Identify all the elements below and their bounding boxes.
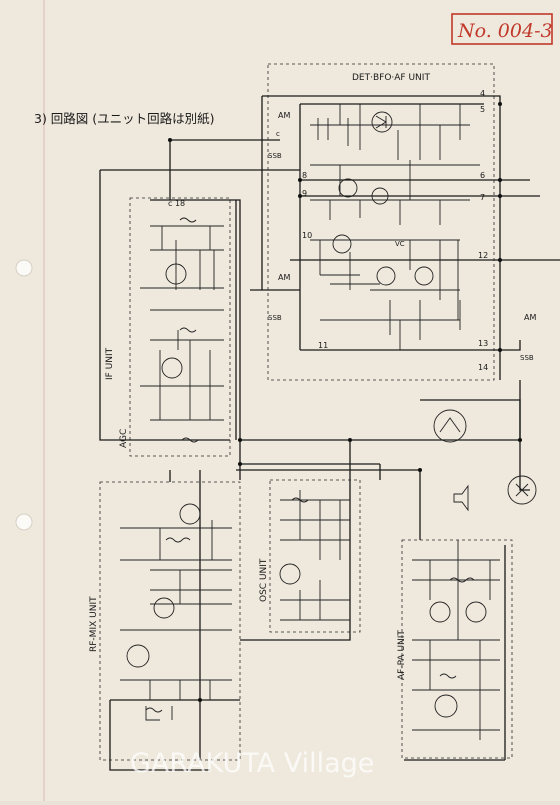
c18-label: c 18 xyxy=(168,199,185,208)
switch-am-top: AM xyxy=(278,111,290,120)
phone-jack-symbol xyxy=(507,475,537,505)
vc-label: VC xyxy=(395,240,405,248)
af-pa-circuit xyxy=(412,484,500,740)
switch-am-right: AM xyxy=(524,313,536,322)
switch-am-mid: AM xyxy=(278,273,290,282)
rf-mix-circuit xyxy=(120,503,232,721)
main-wiring xyxy=(99,95,560,771)
punch-hole-top xyxy=(15,259,33,277)
if-unit-outline xyxy=(129,197,231,457)
rf-mix-unit-outline xyxy=(99,481,241,761)
page-heading: 3) 回路図 (ユニット回路は別紙) xyxy=(34,111,215,126)
terminal-6: 6 xyxy=(480,171,485,180)
doc-number: No. 004-3 xyxy=(457,20,553,42)
switch-c-label: c xyxy=(276,130,280,138)
terminal-4: 4 xyxy=(480,89,485,98)
af-pa-unit-outline xyxy=(401,539,513,759)
if-unit-circuit xyxy=(140,217,224,443)
terminal-5: 5 xyxy=(480,105,485,114)
det-bfo-af-circuit: VC xyxy=(310,104,480,350)
osc-unit-label: OSC UNIT xyxy=(259,558,269,602)
terminal-11: 11 xyxy=(318,341,328,350)
switch-ssb-mid: SSB xyxy=(268,314,282,322)
punch-hole-bottom xyxy=(15,513,33,531)
osc-circuit xyxy=(279,490,350,621)
switch-ssb-right: SSB xyxy=(520,354,534,362)
meter-symbol xyxy=(433,409,467,443)
det-bfo-af-unit-outline xyxy=(267,63,495,381)
if-unit-label: IF UNIT xyxy=(105,347,115,380)
terminal-14: 14 xyxy=(478,363,488,372)
doc-number-box xyxy=(451,13,553,45)
af-pa-unit-label: AF-PA UNIT xyxy=(397,630,407,680)
junction-dots xyxy=(168,102,522,702)
terminal-10: 10 xyxy=(302,231,312,240)
terminal-12: 12 xyxy=(478,251,488,260)
agc-label: AGC xyxy=(119,429,129,448)
switch-ssb-top: SSB xyxy=(268,152,282,160)
rf-mix-unit-label: RF-MIX UNIT xyxy=(89,596,99,652)
watermark: GARAKUTA Village xyxy=(130,748,374,779)
osc-unit-outline xyxy=(269,479,361,633)
det-bfo-af-unit-label: DET·BFO·AF UNIT xyxy=(352,73,430,83)
terminal-8: 8 xyxy=(302,171,307,180)
terminal-7: 7 xyxy=(480,193,485,202)
terminal-9: 9 xyxy=(302,189,307,198)
terminal-13: 13 xyxy=(478,339,488,348)
